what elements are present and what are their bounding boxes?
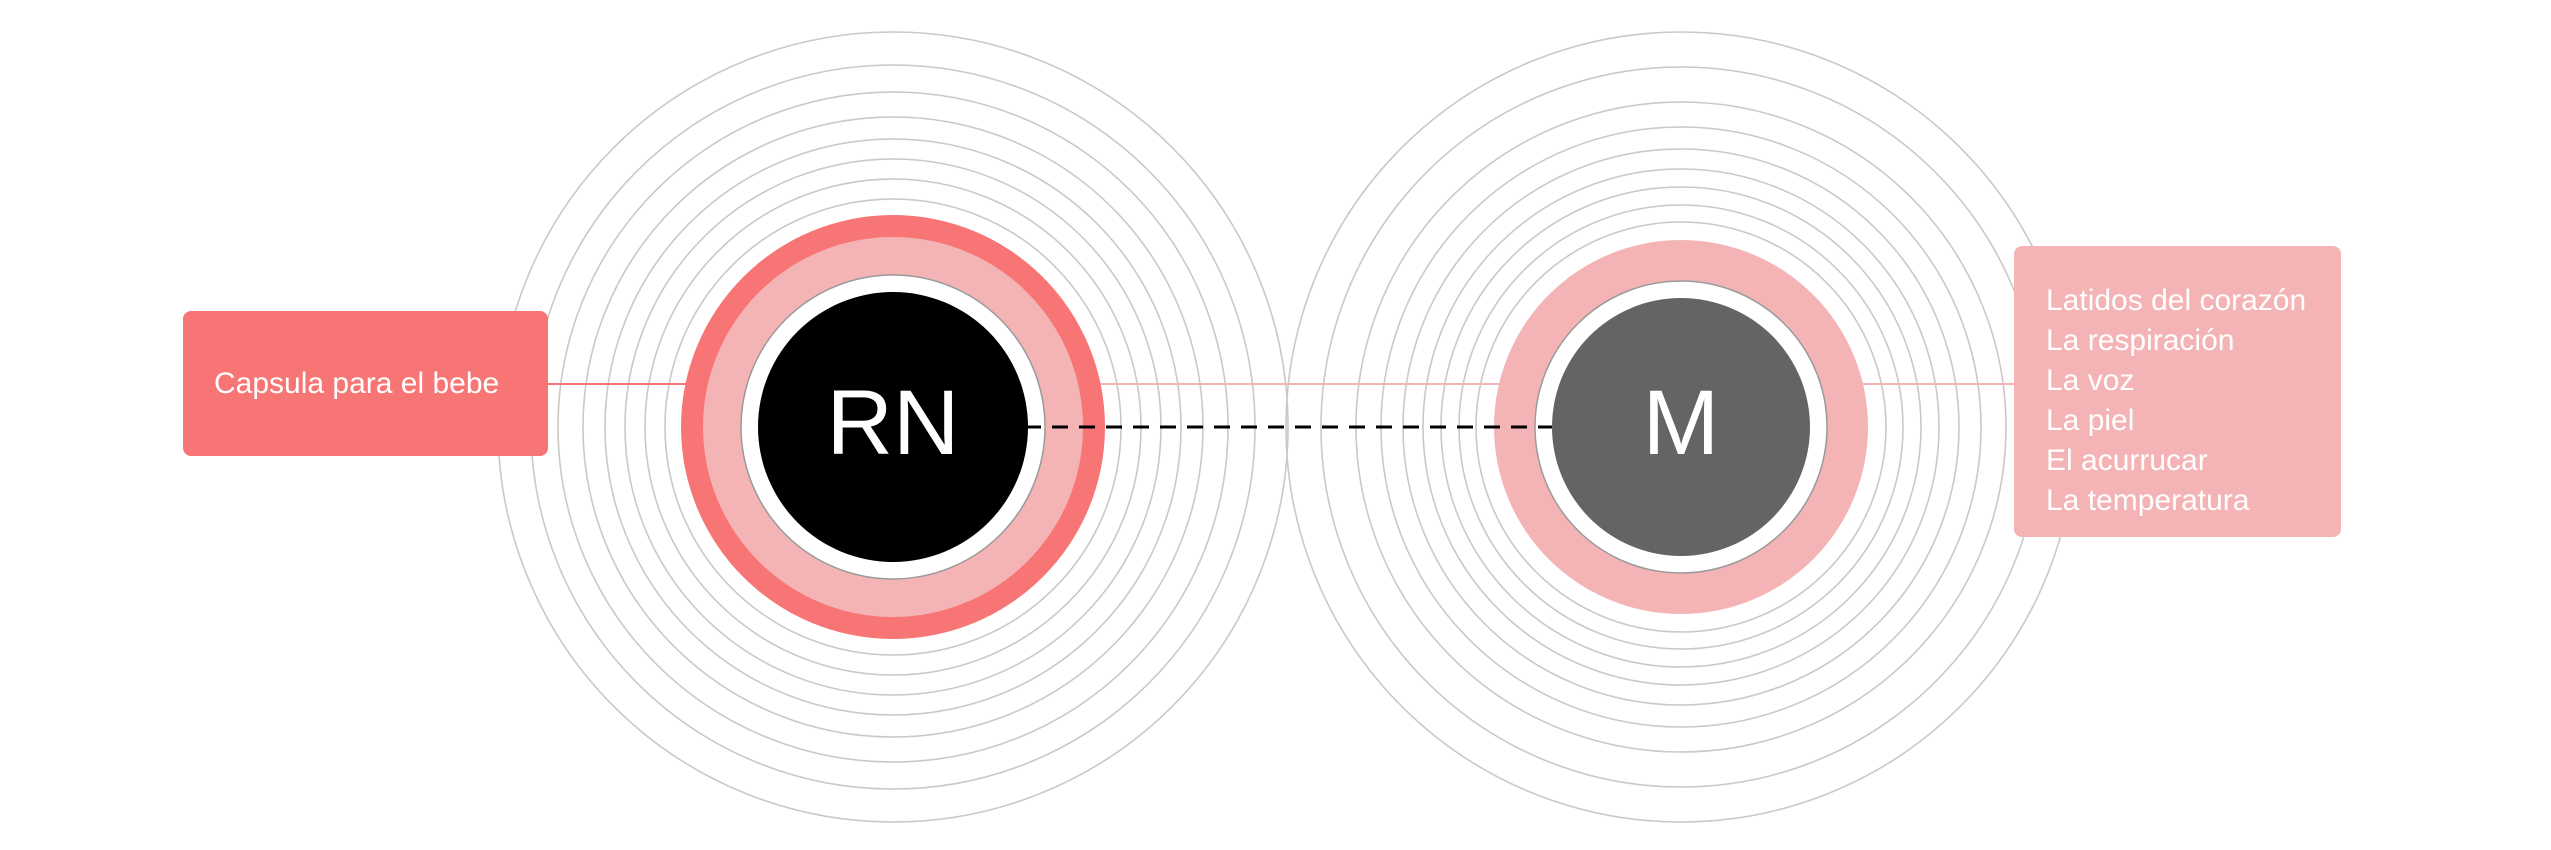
senses-list-box: Latidos del corazón La respiración La vo… [2014, 246, 2341, 537]
m-label: M [1643, 372, 1720, 474]
m-ring-1 [1475, 221, 1887, 633]
m-core-circle [1552, 298, 1810, 556]
capsule-label: Capsula para el bebe [214, 366, 500, 400]
m-node: M [1494, 240, 1868, 614]
senses-item-skin: La piel [2046, 404, 2135, 437]
rn-core-circle [758, 292, 1028, 562]
senses-item-voice: La voz [2046, 364, 2135, 397]
senses-list: Latidos del corazón La respiración La vo… [2046, 281, 2341, 521]
senses-item-cuddling: El acurrucar [2046, 444, 2208, 477]
senses-item-temperature: La temperatura [2046, 484, 2250, 517]
senses-item-heartbeat: Latidos del corazón [2046, 284, 2307, 317]
rn-ring-4 [604, 138, 1182, 716]
capsule-label-box: Capsula para el bebe [183, 311, 548, 456]
m-ring-4 [1422, 168, 1940, 686]
rn-node: RN [681, 215, 1105, 639]
senses-item-breathing: La respiración [2046, 324, 2235, 357]
rn-label: RN [827, 372, 960, 474]
